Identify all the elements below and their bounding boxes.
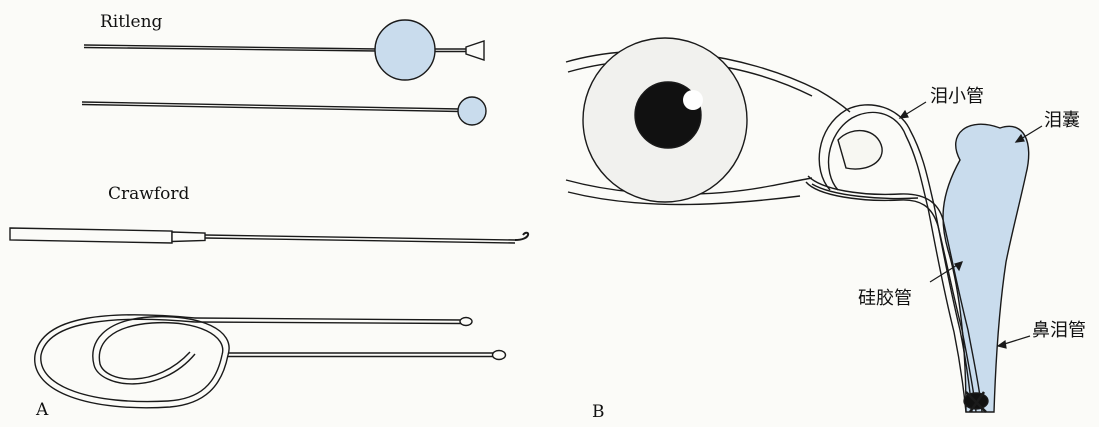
ritleng-probe-with-small-ball <box>82 97 486 125</box>
crawford-label: Crawford <box>108 186 189 203</box>
silicone-intubation-set-coiled <box>35 315 506 408</box>
nasolacrimal-duct-label: 鼻泪管 <box>1032 322 1086 340</box>
panel-a-drawing <box>10 20 528 408</box>
panel-b-letter: B <box>592 404 605 421</box>
crawford-probe-with-tube <box>10 228 528 243</box>
pupil-highlight <box>683 90 703 110</box>
ritleng-label: Ritleng <box>100 14 162 31</box>
panel-a-letter: A <box>36 402 48 419</box>
lacrimal-sac-label: 泪囊 <box>1044 112 1080 130</box>
caruncle <box>838 131 882 169</box>
lacrimal-sac-and-duct <box>943 124 1029 412</box>
lacrimal-canaliculus-label: 泪小管 <box>930 88 984 106</box>
silicone-tube-label: 硅胶管 <box>858 290 912 308</box>
